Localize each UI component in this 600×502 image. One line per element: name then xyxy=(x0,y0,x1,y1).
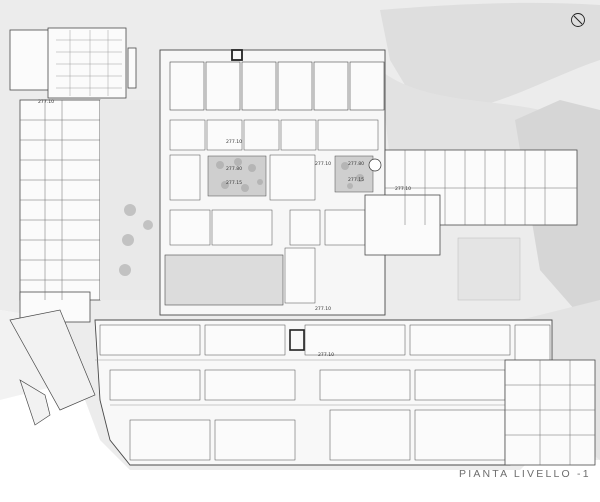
level-label: 277.10 xyxy=(38,99,54,105)
spiral-stair-icon xyxy=(368,158,382,172)
level-label: 277.80 xyxy=(226,166,242,172)
south-west-wing xyxy=(9,309,96,426)
north-arrow-icon xyxy=(571,13,585,27)
south-east-wing xyxy=(504,359,596,466)
west-courtyard xyxy=(100,100,160,300)
level-label: 277.10 xyxy=(315,306,331,312)
level-label: 277.80 xyxy=(348,161,364,167)
level-label: 277.10 xyxy=(315,161,331,167)
pool-area xyxy=(164,254,284,306)
level-label: 277.10 xyxy=(395,186,411,192)
level-label: 277.15 xyxy=(348,177,364,183)
plan-title: PIANTA LIVELLO -1 xyxy=(459,468,591,480)
level-label: 277.10 xyxy=(226,139,242,145)
level-label: 277.10 xyxy=(318,352,334,358)
central-block xyxy=(159,49,386,316)
west-wing-top xyxy=(9,27,137,99)
courtyard-trees xyxy=(119,204,153,276)
east-plaza xyxy=(457,237,521,301)
level-labels: 277.10 277.10 277.80 277.15 277.10 277.80 277.… xyxy=(38,99,411,358)
south-block xyxy=(94,319,553,466)
west-long-wing xyxy=(19,99,101,323)
level-label: 277.15 xyxy=(226,180,242,186)
